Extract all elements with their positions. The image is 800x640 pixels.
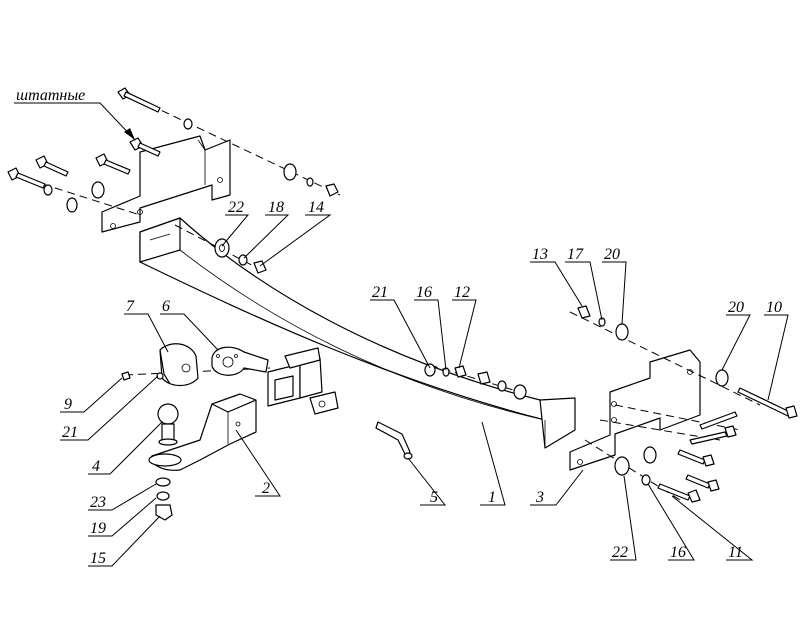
tow-ball-4 [157,403,179,446]
receiver-box [267,347,339,415]
washers-nut-23-19-15 [155,477,173,521]
label-4: 4 [92,458,100,475]
label-16-beam: 16 [416,284,432,301]
leader-lines [14,102,789,567]
label-5: 5 [430,489,438,506]
label-7: 7 [126,298,135,315]
annotation-stock-bolts: штатные [16,87,85,104]
label-6: 6 [162,298,170,315]
label-13: 13 [532,246,548,263]
label-21-left: 21 [62,424,78,441]
main-crossbeam [139,217,576,449]
label-19: 19 [90,520,106,537]
ball-mount-2 [148,393,257,471]
label-18: 18 [268,199,284,216]
fasteners-21-16-12 [424,363,527,400]
callout-labels: штатные 22 18 14 21 16 12 13 17 20 20 10… [16,87,782,567]
label-1: 1 [488,489,496,506]
label-20-right: 20 [728,299,744,316]
label-22-bottom: 22 [612,544,628,561]
label-15: 15 [90,550,106,567]
left-bracket [101,135,231,233]
label-3: 3 [535,489,544,506]
electrical-socket-7 [121,343,199,387]
label-14: 14 [308,199,324,216]
label-12: 12 [454,284,470,301]
label-2: 2 [262,480,270,497]
label-22-top: 22 [228,199,244,216]
socket-holder-6 [211,346,269,376]
label-21-beam: 21 [372,284,388,301]
label-10: 10 [766,299,782,316]
lower-right-fasteners [614,411,738,503]
label-9: 9 [64,396,72,413]
label-17: 17 [567,246,584,263]
pin-5 [375,421,413,460]
label-11: 11 [728,544,743,561]
fasteners-13-17-20 [577,305,798,419]
label-20-top: 20 [604,246,620,263]
label-23: 23 [90,494,106,511]
label-16-bottom: 16 [670,544,686,561]
upper-left-fasteners [7,87,339,213]
